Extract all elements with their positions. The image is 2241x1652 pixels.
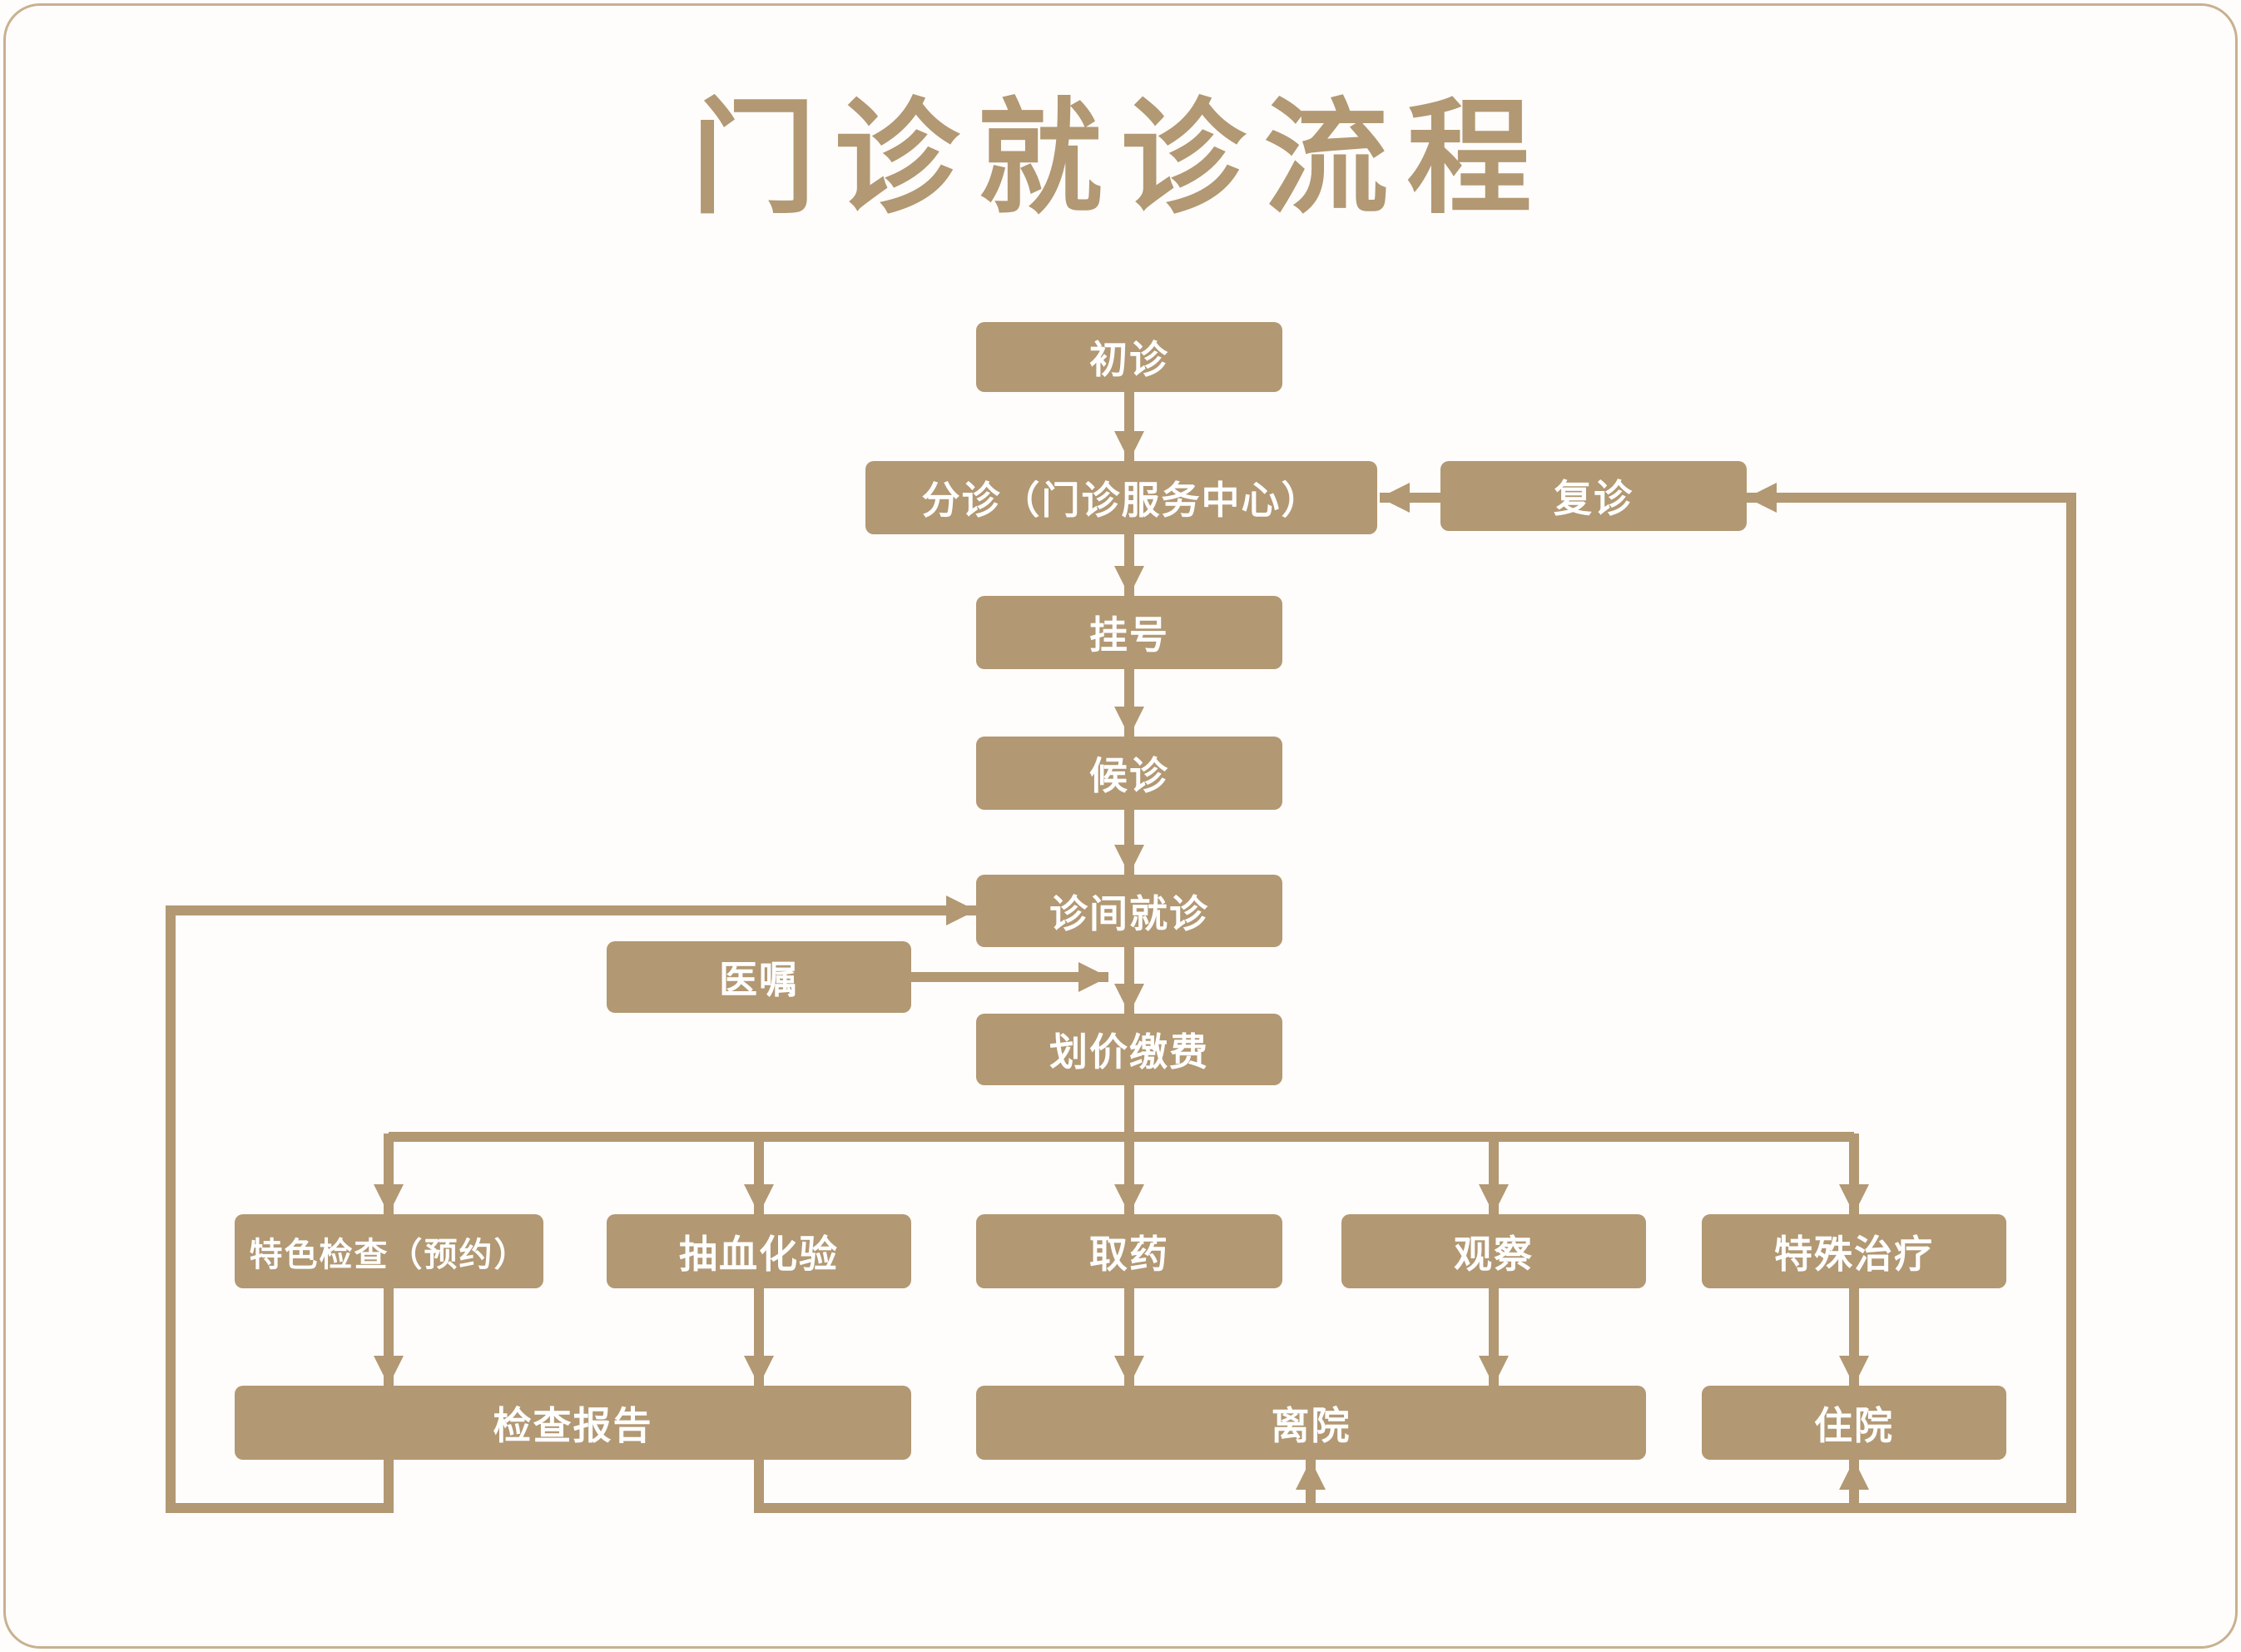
- node-admission: 住院: [1702, 1386, 2006, 1460]
- node-discharge: 离院: [976, 1386, 1646, 1460]
- node-consultation: 诊间就诊: [976, 875, 1282, 947]
- node-doctor-order: 医嘱: [607, 941, 911, 1013]
- path-report-to-consultation-loop: [166, 895, 976, 1513]
- page-title: 门诊就诊流程: [691, 85, 1550, 231]
- node-examination-report: 检查报告: [235, 1386, 911, 1460]
- node-return-visit: 复诊: [1440, 461, 1747, 531]
- node-special-examination: 特色检查（预约）: [235, 1214, 543, 1288]
- path-report-to-return-visit-loop: [754, 483, 2076, 1513]
- node-registration: 挂号: [976, 596, 1282, 669]
- node-first-visit: 初诊: [976, 322, 1282, 392]
- node-pricing-payment: 划价缴费: [976, 1014, 1282, 1085]
- node-observation: 观察: [1341, 1214, 1646, 1288]
- node-waiting: 候诊: [976, 737, 1282, 810]
- node-triage: 分诊（门诊服务中心）: [865, 461, 1377, 534]
- node-pharmacy: 取药: [976, 1214, 1282, 1288]
- node-special-treatment: 特殊治疗: [1702, 1214, 2006, 1288]
- node-blood-test: 抽血化验: [607, 1214, 911, 1288]
